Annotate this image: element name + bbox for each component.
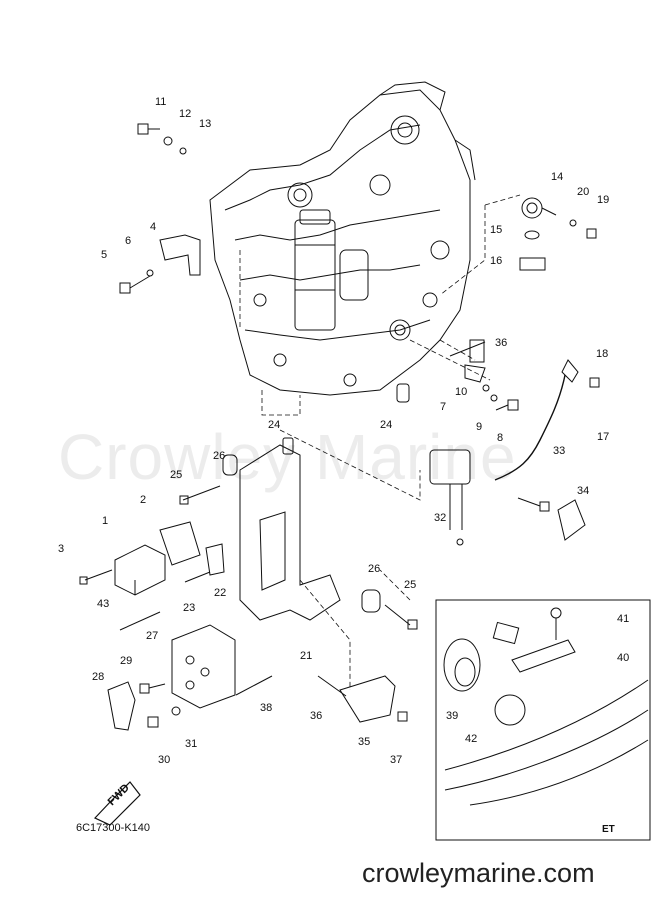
callout-label: 19 <box>597 194 609 206</box>
callout-label: 14 <box>551 171 563 183</box>
callout-label: 36 <box>310 710 322 722</box>
callout-label: 32 <box>434 512 446 524</box>
callout-label: 17 <box>597 431 609 443</box>
callout-label: 38 <box>260 702 272 714</box>
callout-label: 42 <box>465 733 477 745</box>
callout-label: 23 <box>183 602 195 614</box>
callout-label: 1 <box>102 515 108 527</box>
callout-label: 25 <box>170 469 182 481</box>
callout-label: 2 <box>140 494 146 506</box>
callout-labels: 1 2 3 4 5 6 7 8 9 10 11 12 13 14 15 16 1… <box>58 96 629 766</box>
site-url[interactable]: crowleymarine.com <box>362 858 595 888</box>
callout-label: 29 <box>120 655 132 667</box>
callout-label: 36 <box>495 337 507 349</box>
callout-label: 27 <box>146 630 158 642</box>
inset-detail <box>435 599 651 841</box>
callout-label: 26 <box>213 450 225 462</box>
watermark: Crowley Marine <box>58 421 517 493</box>
callout-label: 26 <box>368 563 380 575</box>
fwd-arrow-icon: FWD <box>93 781 141 826</box>
inset-label: ET <box>602 824 615 835</box>
callout-label: 4 <box>150 221 156 233</box>
callout-label: 7 <box>440 401 446 413</box>
callout-label: 20 <box>577 186 589 198</box>
callout-label: 24 <box>268 419 280 431</box>
callout-label: 8 <box>497 432 503 444</box>
callout-label: 15 <box>490 224 502 236</box>
callout-label: 11 <box>155 96 166 108</box>
engine-block <box>209 81 476 396</box>
callout-label: 22 <box>214 587 226 599</box>
callout-label: 28 <box>92 671 104 683</box>
diagram-code: 6C17300-K140 <box>76 822 151 834</box>
leader-lines <box>239 194 521 690</box>
callout-label: 31 <box>185 738 197 750</box>
callout-label: 39 <box>446 710 458 722</box>
callout-label: 40 <box>617 652 629 664</box>
callout-label: 13 <box>199 118 211 130</box>
callout-label: 9 <box>476 421 482 433</box>
callout-label: 5 <box>101 249 107 261</box>
callout-label: 35 <box>358 736 370 748</box>
fasteners <box>79 123 600 731</box>
callout-label: 16 <box>490 255 502 267</box>
callout-label: 10 <box>455 386 467 398</box>
ground-wire <box>494 374 566 481</box>
callout-label: 25 <box>404 579 416 591</box>
callout-label: 24 <box>380 419 392 431</box>
callout-label: 41 <box>617 613 629 625</box>
callout-label: 6 <box>125 235 131 247</box>
callout-label: 37 <box>390 754 402 766</box>
callout-label: 34 <box>577 485 589 497</box>
callout-label: 21 <box>300 650 312 662</box>
callout-label: 3 <box>58 543 64 555</box>
callout-label: 12 <box>179 108 191 120</box>
callout-label: 33 <box>553 445 565 457</box>
callout-label: 30 <box>158 754 170 766</box>
callout-label: 18 <box>596 348 608 360</box>
callout-label: 43 <box>97 598 109 610</box>
